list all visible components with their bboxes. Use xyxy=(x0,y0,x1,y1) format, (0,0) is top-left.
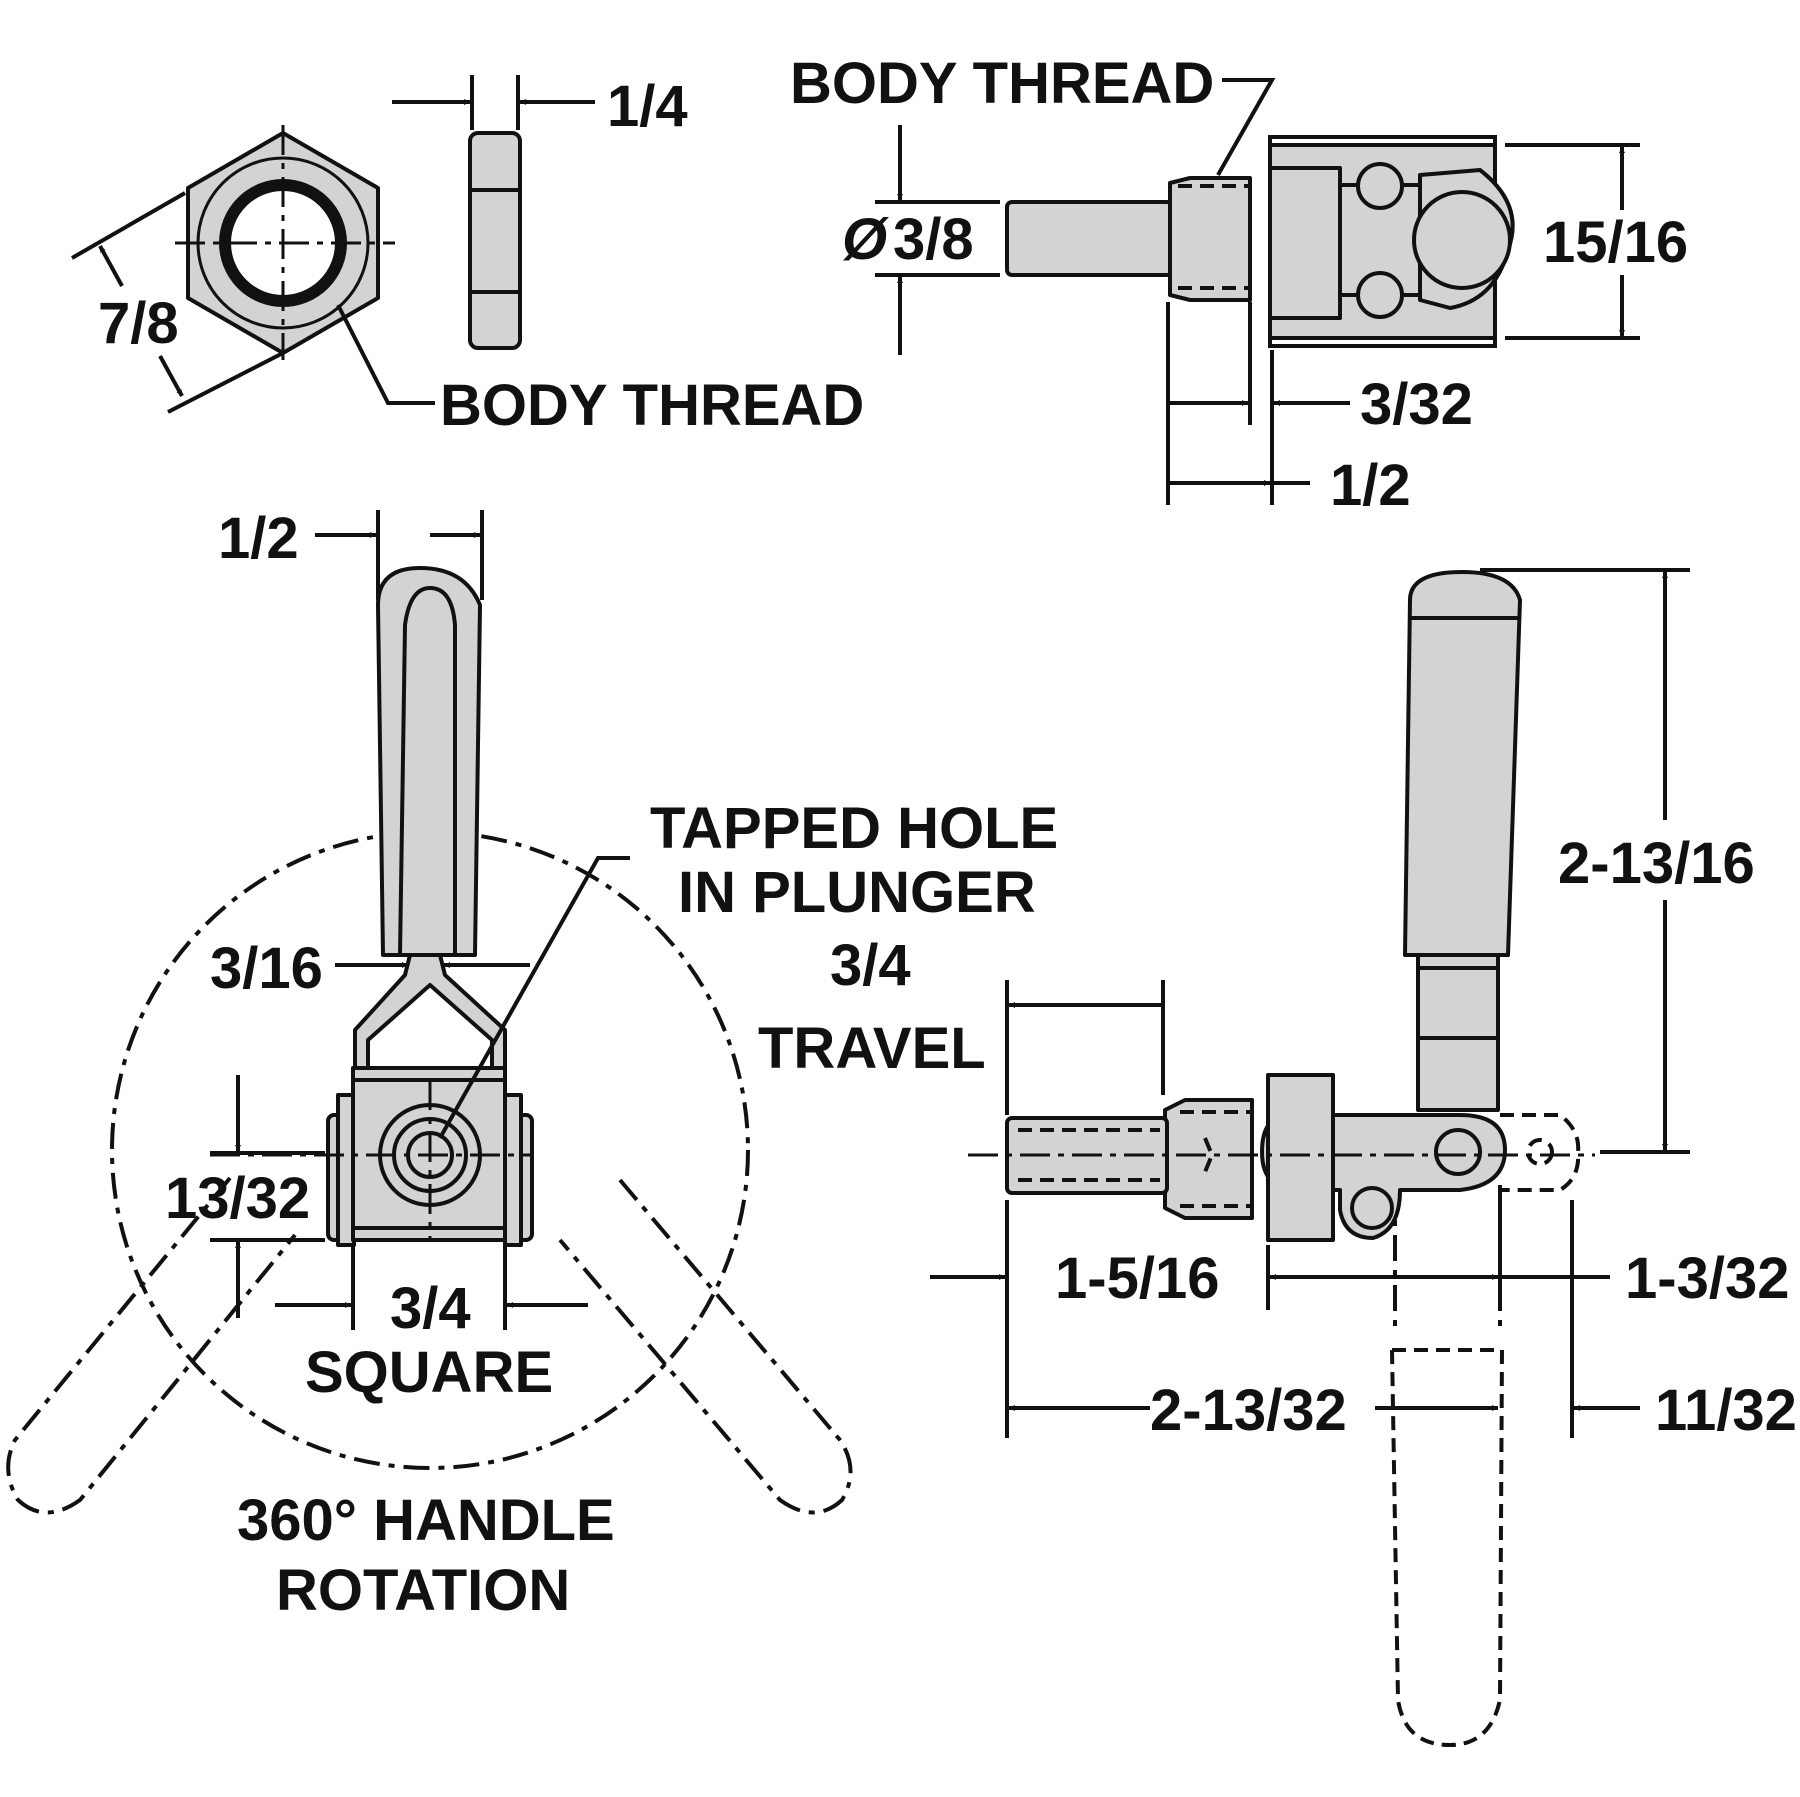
hex-across-flats-label: 7/8 xyxy=(98,291,179,356)
body-thread-leader-hex xyxy=(336,304,435,405)
rotation-circle xyxy=(110,830,750,1470)
dim-11-32-label: 11/32 xyxy=(1655,1378,1797,1443)
dim-1-5-16-label: 1-5/16 xyxy=(1055,1246,1219,1311)
body-height-label: 15/16 xyxy=(1543,210,1688,275)
front-view-plunger xyxy=(210,566,534,1247)
side-view-plunger xyxy=(968,570,1595,1748)
hex-nut-side-view xyxy=(468,131,522,350)
phantom-handle-left xyxy=(6,1176,297,1515)
tapped-hole-label-line2: IN PLUNGER xyxy=(678,860,1036,925)
block-height-label: 13/32 xyxy=(165,1166,310,1231)
block-height-dimension xyxy=(210,1075,325,1318)
body-thread-leader-top xyxy=(1216,78,1276,176)
body-thread-label-top: BODY THREAD xyxy=(790,51,1214,116)
top-view-plunger xyxy=(1005,135,1515,348)
rotation-label-line2: ROTATION xyxy=(276,1558,570,1623)
dim-1-3-32-label: 1-3/32 xyxy=(1625,1246,1789,1311)
shaft-diameter-dimension xyxy=(875,125,1000,355)
hex-across-flats-dimension xyxy=(71,191,284,414)
phantom-handle-right xyxy=(558,1178,853,1515)
body-height-dimension xyxy=(1505,143,1640,340)
top-thread-dimensions xyxy=(1166,302,1350,505)
handle-height-label: 2-13/16 xyxy=(1558,831,1755,896)
rotation-label-line1: 360° HANDLE xyxy=(237,1488,615,1553)
hex-width-label: 1/4 xyxy=(607,74,688,139)
handle-width-dimension xyxy=(315,510,484,600)
dim-2-13-32-label: 2-13/32 xyxy=(1150,1378,1347,1443)
bottom-dimensions xyxy=(930,1195,1640,1438)
travel-dimension xyxy=(1005,980,1165,1115)
square-word-label: SQUARE xyxy=(305,1340,553,1405)
shaft-diameter-symbol: Ø xyxy=(842,207,889,272)
travel-value-label: 3/4 xyxy=(830,933,911,998)
shaft-diameter-label: 3/8 xyxy=(893,207,974,272)
handle-height-dimension xyxy=(1480,568,1690,1154)
tapped-hole-label-line1: TAPPED HOLE xyxy=(650,796,1058,861)
hex-nut-end-view xyxy=(175,125,395,360)
square-size-label: 3/4 xyxy=(390,1276,471,1341)
dim-3-32-label: 3/32 xyxy=(1360,372,1473,437)
hex-width-dimension xyxy=(392,75,595,130)
handle-neck-label: 3/16 xyxy=(210,936,323,1001)
tapped-hole-leader xyxy=(438,856,630,1139)
body-thread-label-hex: BODY THREAD xyxy=(440,373,864,438)
dim-1-2-top-label: 1/2 xyxy=(1330,453,1411,518)
handle-width-label: 1/2 xyxy=(218,506,299,571)
square-size-dimension xyxy=(275,1245,588,1330)
travel-word-label: TRAVEL xyxy=(758,1016,986,1081)
